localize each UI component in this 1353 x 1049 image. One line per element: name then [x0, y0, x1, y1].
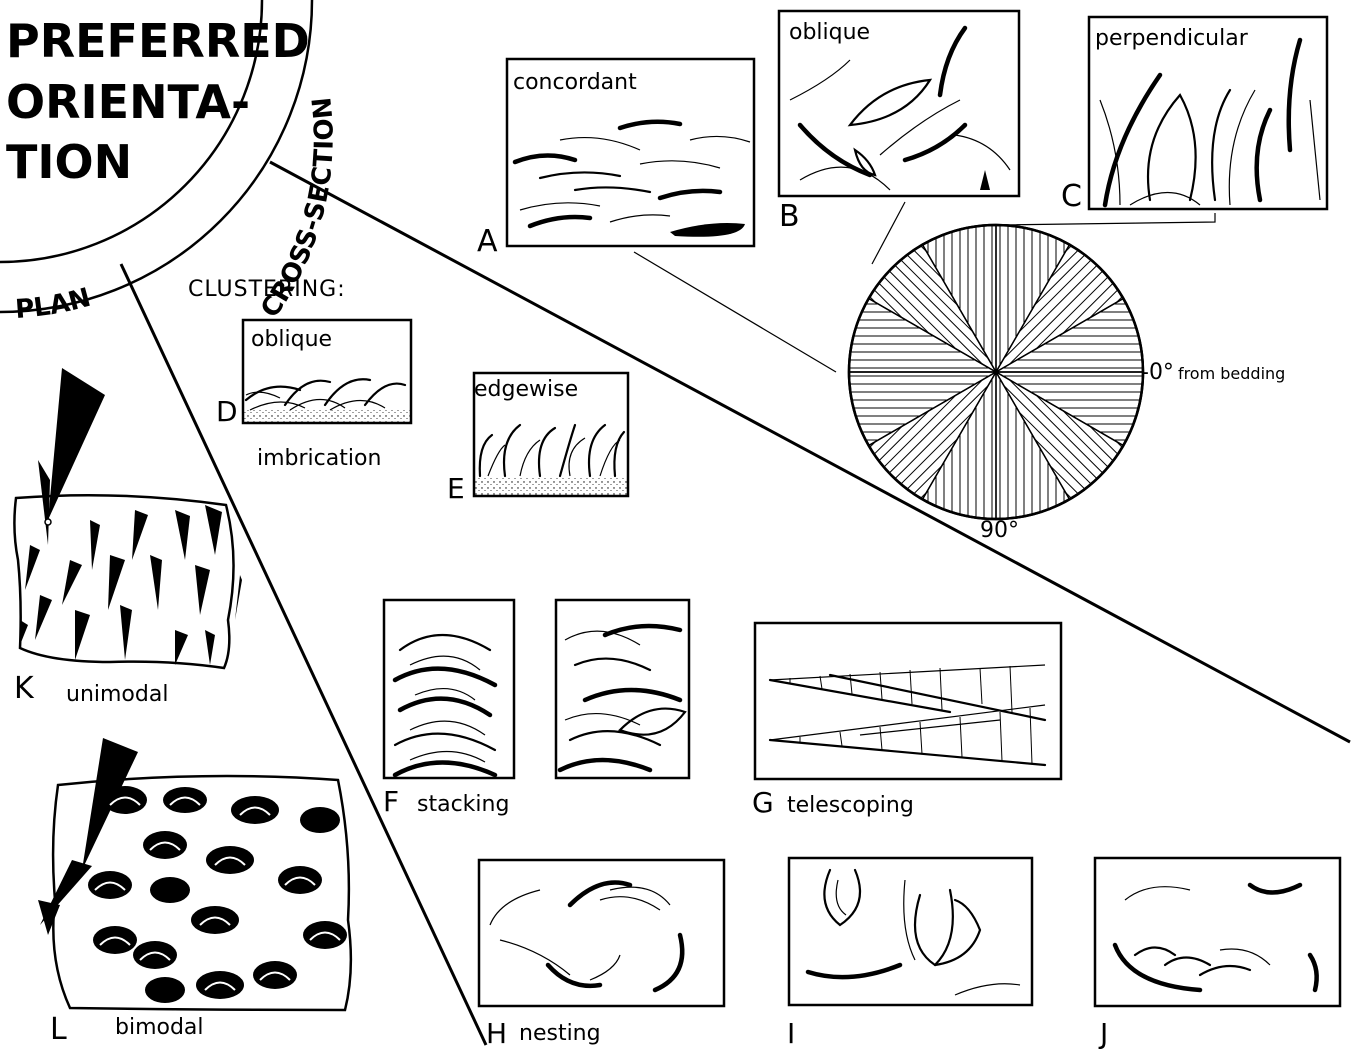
panel-d-letter: D: [216, 395, 238, 428]
panel-e-letter: E: [447, 472, 465, 505]
panel-a-caption: concordant: [513, 70, 637, 95]
panel-j-frame: [1095, 858, 1340, 1006]
panel-e-sediment: [475, 478, 627, 495]
plan-label: PLAN: [14, 283, 94, 325]
rose-label-zero: -0°from bedding: [1141, 360, 1285, 385]
panel-b-caption: oblique: [789, 20, 870, 45]
panel-d-sediment: [244, 410, 410, 422]
panel-h-caption: nesting: [519, 1021, 601, 1046]
clustering-heading: CLUSTERING:: [188, 277, 346, 302]
panel-e: edgewise E: [447, 373, 628, 505]
panel-f-caption: stacking: [417, 792, 509, 817]
panel-d-caption: oblique: [251, 327, 332, 352]
panel-h-letter: H: [486, 1017, 507, 1049]
panel-i-letter: I: [787, 1017, 795, 1049]
panel-d-subcaption: imbrication: [257, 446, 381, 471]
panel-k-letter: K: [14, 671, 35, 706]
panel-l: L bimodal: [38, 738, 351, 1047]
panel-j-letter: J: [1098, 1017, 1108, 1049]
connector-a: [634, 252, 836, 372]
panel-a-letter: A: [477, 224, 498, 259]
title-line-2: ORIENTA-: [6, 75, 250, 129]
title-line-3: TION: [6, 135, 132, 189]
rose-diagram: -0°from bedding 90°: [849, 225, 1285, 543]
rose-label-ninety: 90°: [980, 518, 1019, 543]
connector-b: [872, 202, 905, 264]
panel-e-caption: edgewise: [474, 377, 578, 402]
panel-c-caption: perpendicular: [1095, 26, 1249, 51]
panel-b-letter: B: [779, 199, 800, 234]
panel-k-caption: unimodal: [66, 682, 168, 707]
panel-i: I: [787, 858, 1032, 1049]
title-line-1: PREFERRED: [6, 14, 310, 68]
panel-d: oblique D imbrication: [216, 320, 411, 471]
panel-f-letter: F: [383, 785, 399, 818]
panel-g: G telescoping: [752, 623, 1061, 819]
panel-j: J: [1095, 858, 1340, 1049]
panel-c: perpendicular C: [1000, 17, 1327, 232]
diagram-title: PREFERRED ORIENTA- TION: [6, 14, 310, 189]
panel-k: K unimodal: [14, 368, 242, 707]
panel-g-frame: [755, 623, 1061, 779]
panel-h: H nesting: [479, 860, 724, 1049]
panel-g-letter: G: [752, 786, 774, 819]
panel-c-letter: C: [1061, 179, 1082, 214]
panel-l-caption: bimodal: [115, 1015, 204, 1040]
panel-l-letter: L: [50, 1012, 67, 1047]
panel-f: F stacking: [383, 600, 689, 818]
panel-g-caption: telescoping: [787, 793, 914, 818]
